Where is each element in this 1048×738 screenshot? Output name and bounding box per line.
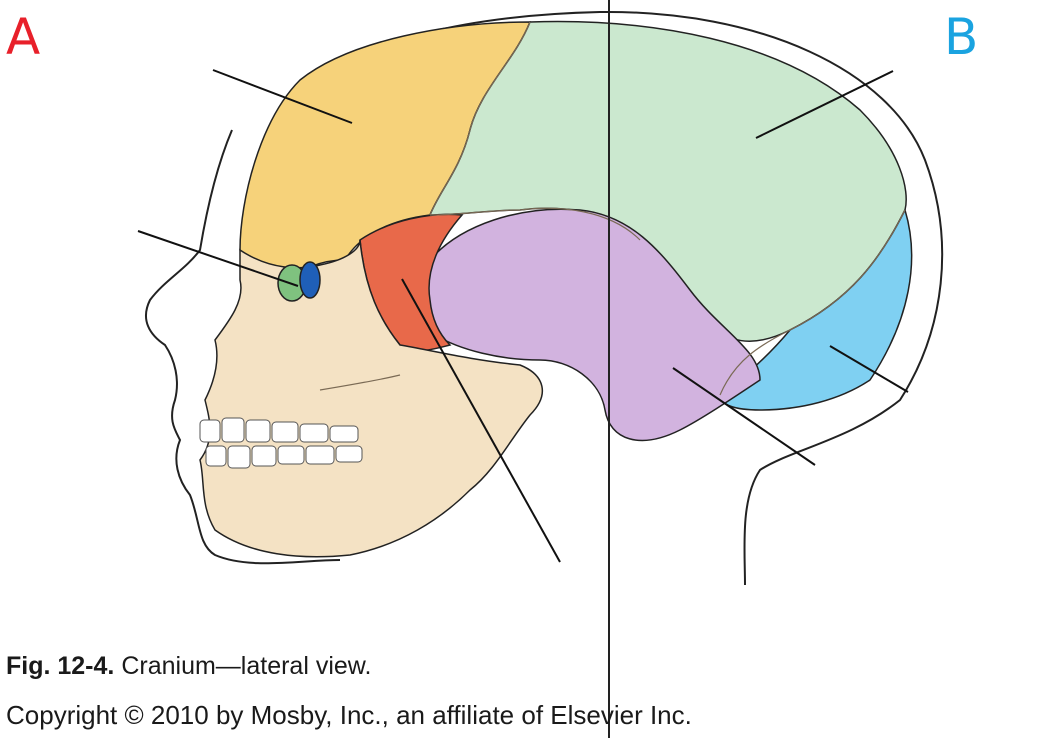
leader-lines	[137, 69, 909, 563]
leader-line-sphenoid	[401, 278, 561, 563]
head-outline	[145, 10, 944, 586]
copyright-notice: Copyright © 2010 by Mosby, Inc., an affi…	[6, 700, 692, 730]
leader-line-orbit	[137, 230, 299, 287]
leader-line-parietal	[755, 70, 894, 139]
temporal-bone	[422, 208, 761, 442]
suture-lines	[319, 21, 906, 396]
leader-line-frontal	[212, 69, 353, 124]
facial-bones	[199, 239, 544, 558]
figure-caption: Fig. 12-4. Cranium—lateral view.	[6, 652, 371, 681]
marker-b: B	[944, 8, 979, 66]
leader-line-temporal	[672, 367, 816, 466]
teeth	[199, 417, 363, 469]
leader-line-occipital	[829, 345, 909, 393]
figure-number: Fig. 12-4.	[6, 652, 115, 680]
marker-a: A	[6, 8, 41, 66]
lacrimal-bone	[299, 261, 321, 299]
figure-title: Cranium—lateral view.	[121, 652, 372, 680]
